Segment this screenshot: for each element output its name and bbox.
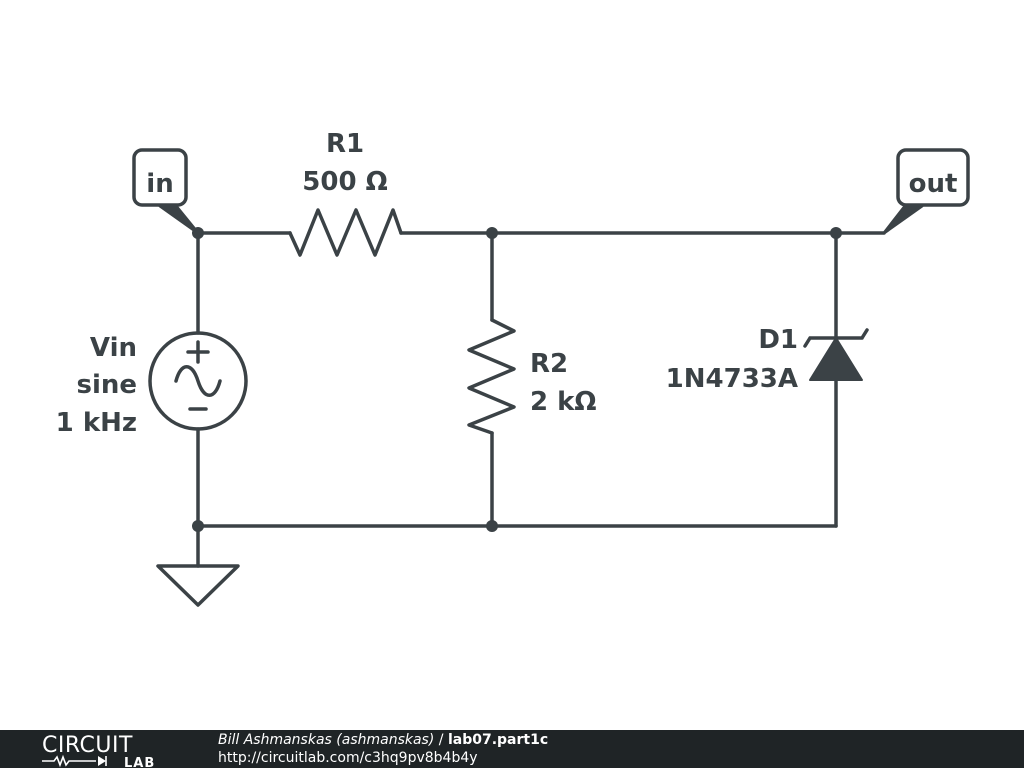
logo-diode-icon	[98, 756, 106, 766]
footer-separator: /	[434, 732, 448, 748]
port-in[interactable]: in	[132, 148, 200, 235]
r2-name-label: R2	[530, 349, 568, 379]
port-out[interactable]: out	[882, 148, 970, 235]
vin-sine-source-icon[interactable]	[148, 331, 248, 431]
r2-value-label: 2 kΩ	[530, 387, 597, 417]
author-name[interactable]: Bill Ashmanskas (ashmanskas)	[218, 732, 435, 748]
d1-part-label: 1N4733A	[666, 364, 798, 394]
r1-name-label: R1	[326, 129, 364, 159]
ground-icon	[156, 564, 240, 607]
vin-name-label: Vin	[90, 333, 137, 363]
r2-resistor-icon[interactable]	[467, 318, 516, 435]
circuit-title[interactable]: lab07.part1c	[447, 732, 549, 748]
d1-name-label: D1	[758, 325, 798, 355]
circuit-url[interactable]: http://circuitlab.com/c3hq9pv8b4b4y	[218, 750, 478, 766]
junction-dot	[486, 227, 498, 239]
port-in-label: in	[146, 169, 173, 199]
vin-frequency-label: 1 kHz	[56, 408, 137, 438]
footer-info: Bill Ashmanskas (ashmanskas) / lab07.par…	[218, 731, 548, 767]
junction-dot	[192, 520, 204, 532]
logo-resistor-icon	[42, 754, 96, 768]
circuitlab-logo[interactable]: CIRCUIT LAB	[40, 730, 180, 768]
footer-author-line: Bill Ashmanskas (ashmanskas) / lab07.par…	[218, 731, 548, 749]
junction-dot	[830, 227, 842, 239]
logo-bottom-text: LAB	[124, 756, 155, 768]
vin-waveform-label: sine	[76, 370, 137, 400]
port-out-label: out	[909, 169, 958, 199]
d1-zener-diode-icon[interactable]	[803, 328, 869, 381]
footer-bar: CIRCUIT LAB Bill Ashmanskas (ashmanskas)…	[0, 730, 1024, 768]
circuit-schematic: in out R1 500 Ω R2 2 kΩ D1 1N4733A Vin s…	[56, 129, 970, 607]
junction-dot	[486, 520, 498, 532]
logo-top-text: CIRCUIT	[42, 733, 133, 758]
r1-resistor-icon[interactable]	[288, 208, 403, 257]
r1-value-label: 500 Ω	[302, 167, 387, 197]
